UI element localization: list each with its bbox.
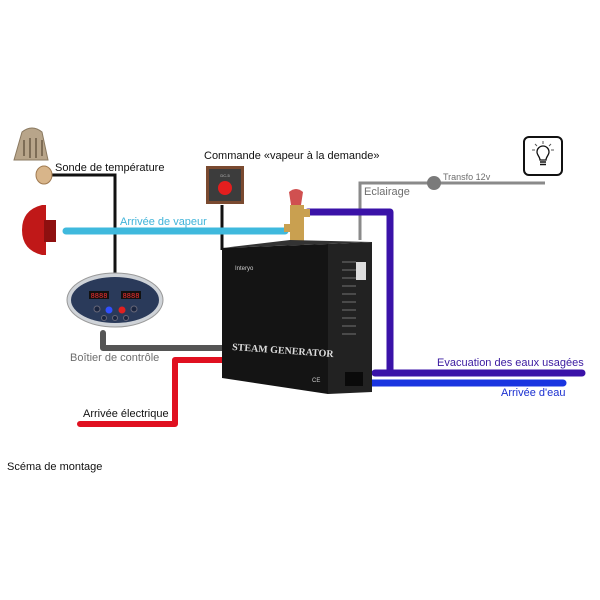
generator-brand: Interyo <box>235 266 254 272</box>
transfo-node <box>427 176 441 190</box>
label-commande: Commande «vapeur à la demande» <box>204 150 380 162</box>
electrique-line <box>77 357 228 427</box>
switch-label: DC-5 <box>220 173 230 178</box>
boitier-line <box>100 330 228 351</box>
label-evacuation: Evacuation des eaux usagées <box>437 357 584 369</box>
control-panel: 8888 8888 <box>66 272 164 328</box>
steam-generator: Interyo STEAM GENERATOR CE <box>222 240 372 394</box>
light-bulb-icon <box>523 136 563 176</box>
eclairage-line <box>358 181 545 240</box>
ce-mark: CE <box>312 378 320 384</box>
label-eau: Arrivée d'eau <box>501 387 566 399</box>
display-left: 8888 <box>91 293 108 301</box>
sonde-cap-icon <box>13 127 49 161</box>
sonde-line <box>52 173 117 275</box>
label-electrique: Arrivée électrique <box>83 408 169 420</box>
label-boitier: Boîtier de contrôle <box>70 352 160 364</box>
safety-valve-icon <box>284 189 310 245</box>
label-transfo: Transfo 12v <box>443 172 491 182</box>
evacuation-line <box>304 208 586 377</box>
diagram-title: Scéma de montage <box>7 461 103 473</box>
label-eclairage: Eclairage <box>364 186 410 198</box>
commande-switch-icon: DC-5 <box>206 166 244 204</box>
display-right: 8888 <box>123 293 140 301</box>
sonde-sensor-icon <box>35 165 53 185</box>
label-vapeur: Arrivée de vapeur <box>120 216 207 228</box>
steam-outlet-icon <box>22 205 56 255</box>
label-sonde: Sonde de température <box>55 162 165 174</box>
